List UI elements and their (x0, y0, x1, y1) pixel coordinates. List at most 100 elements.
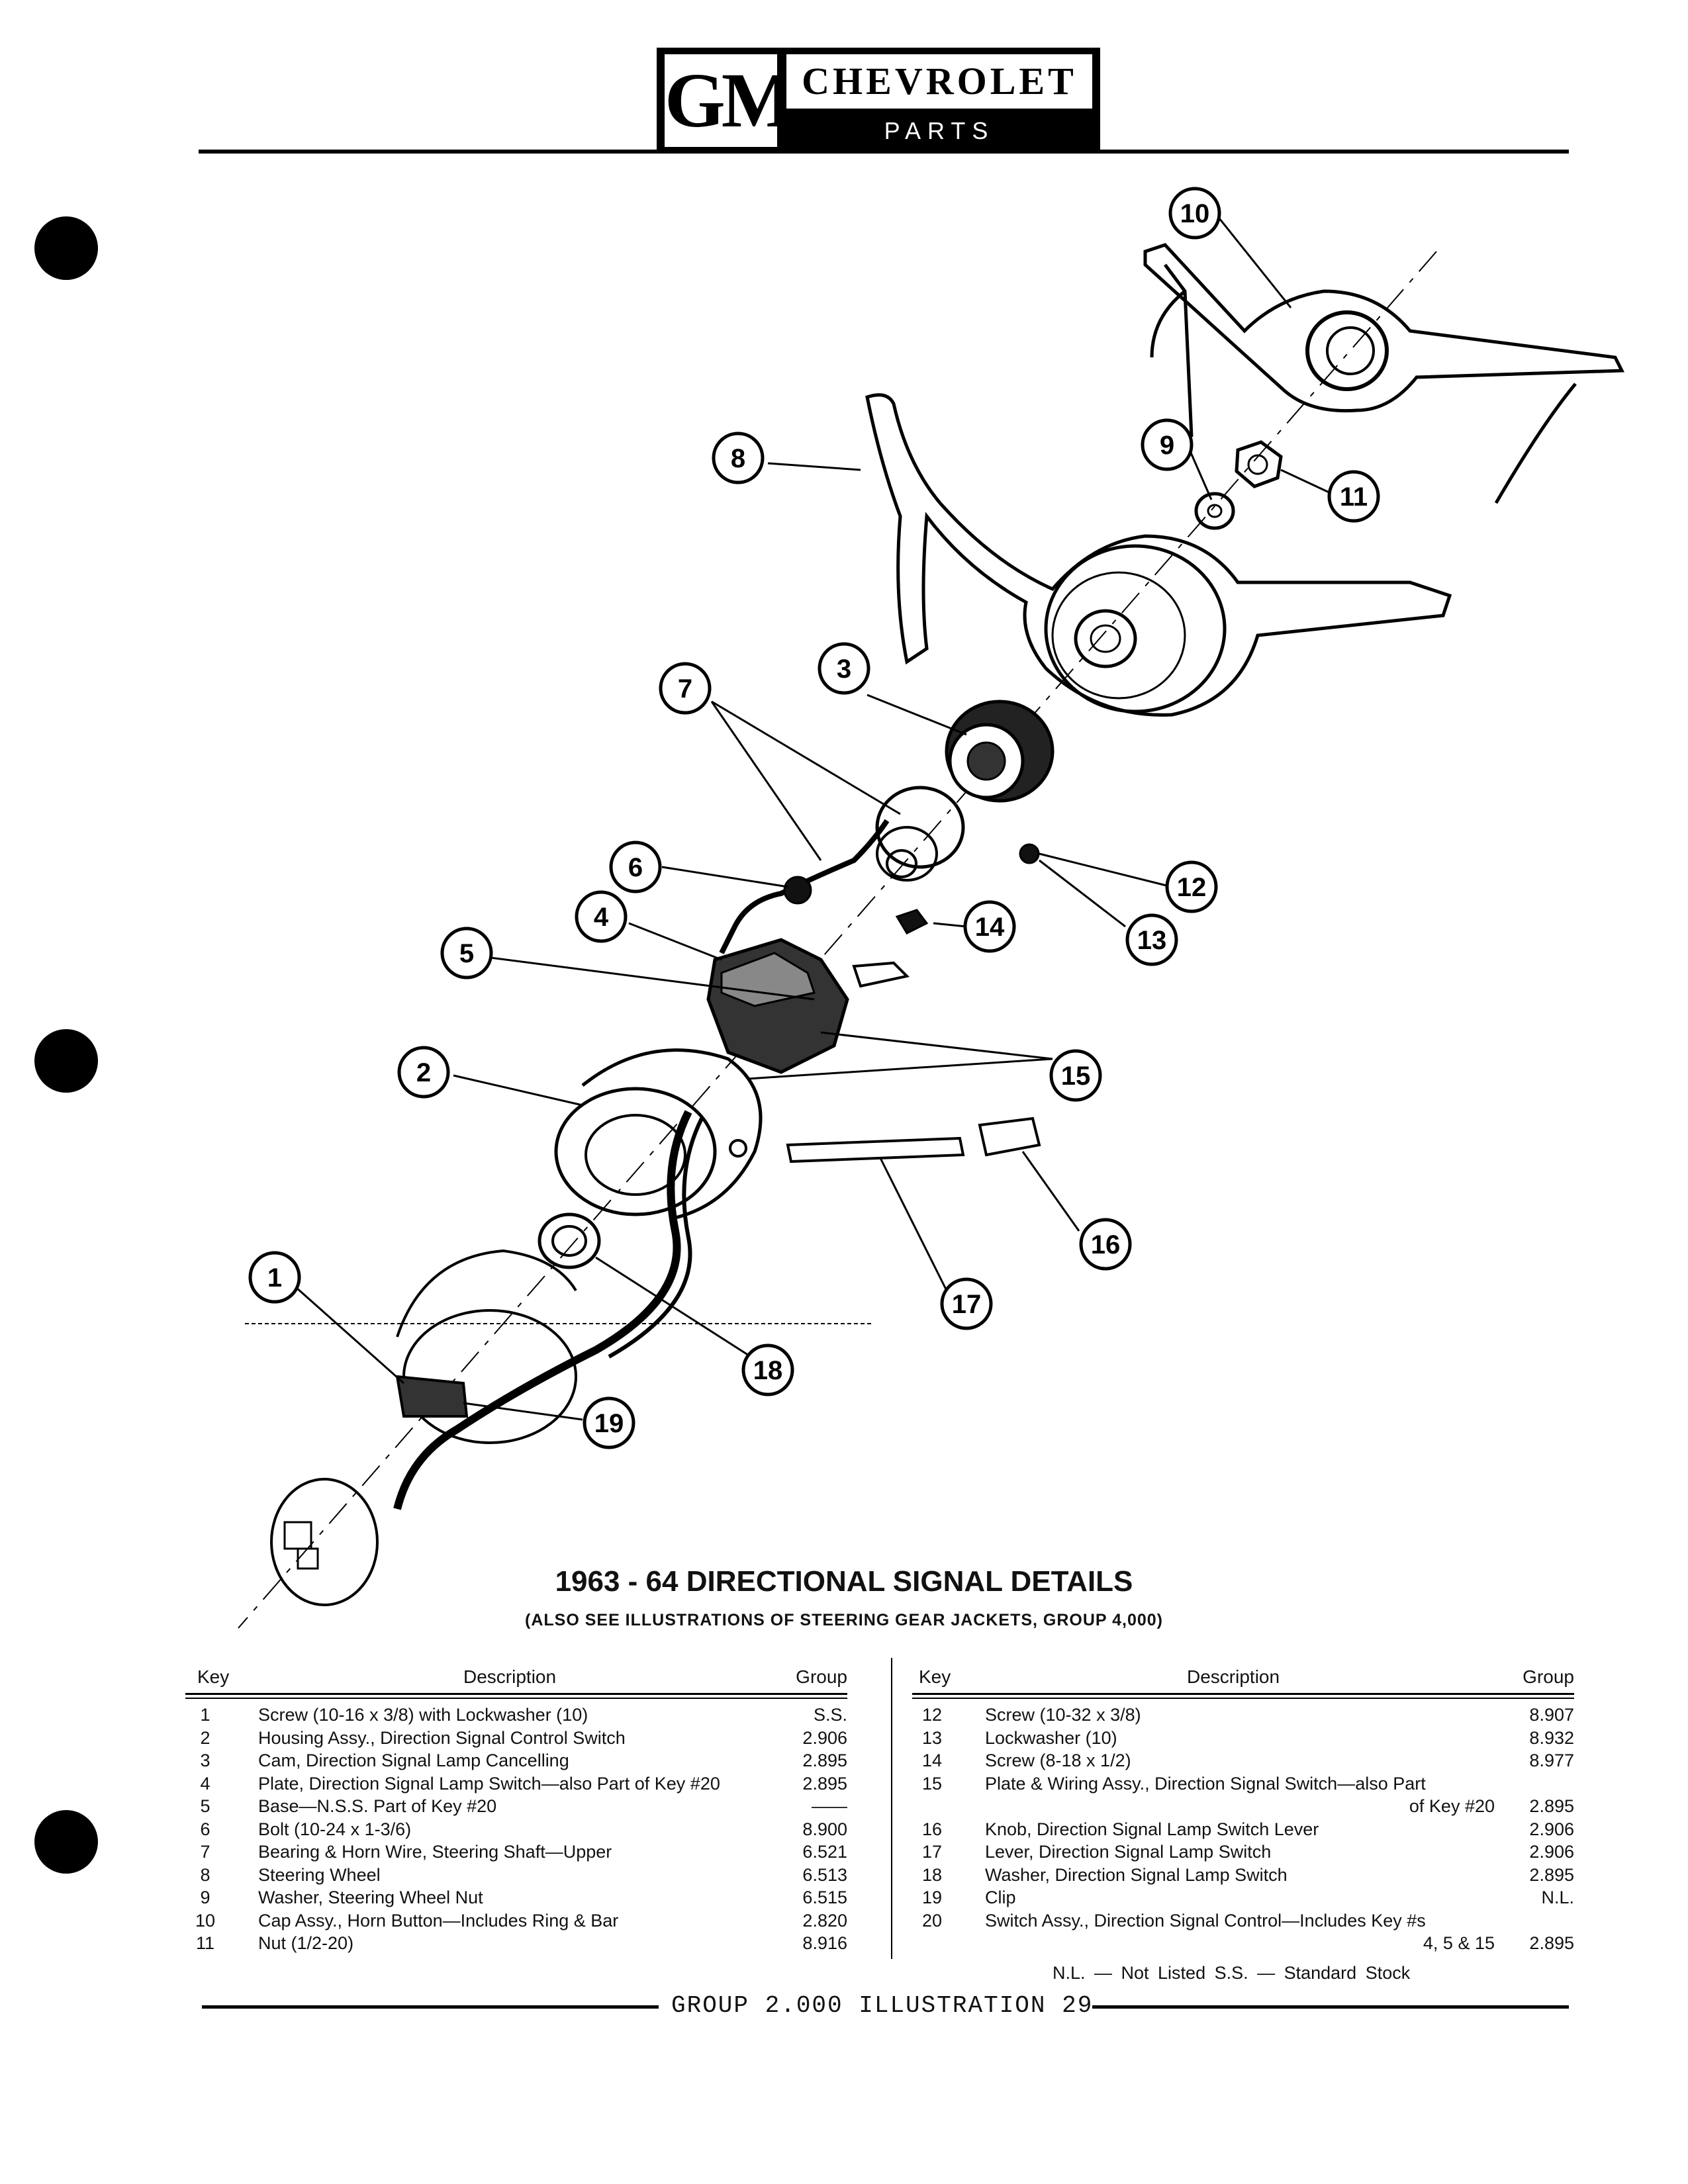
part-key: 17 (921, 1842, 943, 1862)
svg-text:17: 17 (952, 1290, 982, 1319)
part-group: 2.895 (1529, 1933, 1574, 1953)
callout-9: 9 (1141, 418, 1194, 471)
svg-text:1: 1 (267, 1263, 282, 1293)
callout-7: 7 (659, 662, 712, 715)
svg-text:16: 16 (1091, 1230, 1121, 1259)
part-key: 7 (200, 1842, 211, 1862)
illustration-title: 1963 - 64 DIRECTIONAL SIGNAL DETAILS (555, 1565, 1133, 1598)
part-key: 18 (921, 1864, 943, 1885)
callout-5: 5 (440, 927, 493, 979)
part-key: 6 (200, 1819, 211, 1839)
svg-text:19: 19 (594, 1409, 624, 1438)
gm-chevrolet-logo: GM CHEVROLET PARTS CATALOGUE (657, 48, 1100, 181)
callout-4: 4 (575, 890, 628, 943)
footer-rule-right (1092, 2005, 1569, 2009)
part-description: Steering Wheel (258, 1864, 381, 1885)
part-description-continued: 4, 5 & 15 (1423, 1933, 1495, 1953)
svg-text:13: 13 (1137, 926, 1167, 955)
illustration-subtitle: (ALSO SEE ILLUSTRATIONS OF STEERING GEAR… (525, 1611, 1163, 1629)
exploded-steering-column-diagram: 1 2 3 4 5 6 7 8 9 10 11 12 13 14 15 16 1… (238, 187, 1624, 1629)
part-description-continued: of Key #20 (1409, 1796, 1495, 1816)
part-group: 8.977 (1529, 1751, 1574, 1770)
part-group: 2.906 (802, 1727, 847, 1748)
header-rule-2 (185, 1698, 847, 1699)
part-description: Bearing & Horn Wire, Steering Shaft—Uppe… (258, 1842, 612, 1862)
part-key: 16 (921, 1819, 943, 1839)
key-header: Key (197, 1666, 230, 1687)
footer-rule-left (202, 2005, 659, 2009)
callout-10: 10 (1168, 187, 1221, 240)
part-description: Screw (8-18 x 1/2) (985, 1751, 1131, 1770)
part-key: 5 (200, 1796, 211, 1816)
svg-text:9: 9 (1160, 431, 1174, 460)
part-key: 9 (200, 1888, 211, 1907)
part-description: Lockwasher (10) (985, 1727, 1117, 1748)
callout-13: 13 (1125, 913, 1178, 966)
svg-text:5: 5 (459, 939, 474, 968)
binder-hole-bottom (34, 1810, 98, 1874)
callout-18: 18 (741, 1343, 794, 1396)
table-row: 10 Cap Assy., Horn Button—Includes Ring &… (185, 1911, 847, 1934)
part-description: Housing Assy., Direction Signal Control … (258, 1727, 626, 1748)
part-description: Cam, Direction Signal Lamp Cancelling (258, 1751, 569, 1770)
part-key: 4 (200, 1773, 211, 1794)
part-key: 10 (195, 1910, 216, 1931)
part-description: Switch Assy., Direction Signal Control—I… (985, 1910, 1426, 1931)
callout-3: 3 (818, 642, 870, 695)
svg-text:8: 8 (731, 444, 745, 473)
header-rule-1 (185, 1693, 847, 1695)
footer-text: GROUP 2.000 ILLUSTRATION 29 (671, 1992, 1094, 2019)
part-description: Plate & Wiring Assy., Direction Signal S… (985, 1773, 1426, 1794)
description-header: Description (1187, 1666, 1280, 1687)
catalogue-subtitle: PARTS CATALOGUE (837, 117, 1041, 181)
part-key: 12 (921, 1705, 943, 1725)
part-description: Washer, Steering Wheel Nut (258, 1888, 483, 1907)
part-description: Bolt (10-24 x 1-3/6) (258, 1819, 412, 1839)
part-key: 11 (195, 1933, 215, 1953)
parts-table-header: Key Description Group (185, 1666, 847, 1690)
part-group: N.L. (1541, 1888, 1574, 1907)
part-description: Cap Assy., Horn Button—Includes Ring & B… (258, 1910, 619, 1931)
part-description: Clip (985, 1888, 1016, 1907)
part-key: 3 (200, 1751, 211, 1770)
part-group: 2.895 (1529, 1864, 1574, 1885)
callout-17: 17 (940, 1277, 993, 1330)
callout-14: 14 (963, 900, 1016, 953)
part-group: 2.906 (1529, 1819, 1574, 1839)
part-group: 6.515 (802, 1888, 847, 1907)
part-group: —— (812, 1796, 847, 1816)
part-description: Plate, Direction Signal Lamp Switch—also… (258, 1773, 720, 1794)
binder-hole-top (34, 216, 98, 280)
page-footer: GROUP 2.000 ILLUSTRATION 29 (0, 1992, 1688, 2019)
part-description: Screw (10-16 x 3/8) with Lockwasher (10) (258, 1705, 588, 1725)
svg-text:4: 4 (594, 903, 609, 932)
table-row: 5 Base—N.S.S. Part of Key #20 —— (185, 1796, 847, 1819)
part-group: 6.513 (802, 1864, 847, 1885)
binder-hole-middle (34, 1029, 98, 1093)
part-key: 13 (921, 1727, 943, 1748)
brand-name: CHEVROLET (786, 54, 1092, 109)
svg-text:11: 11 (1340, 482, 1368, 512)
callout-labels: 1 2 3 4 5 6 7 8 9 10 11 12 13 14 15 16 1… (248, 187, 1380, 1449)
part-description: Base—N.S.S. Part of Key #20 (258, 1796, 497, 1816)
group-header: Group (1523, 1666, 1574, 1687)
callout-19: 19 (583, 1396, 635, 1449)
part-group: 2.820 (802, 1910, 847, 1931)
part-group: 6.521 (802, 1842, 847, 1862)
header-rule-1 (912, 1693, 1574, 1695)
svg-text:18: 18 (753, 1356, 783, 1385)
